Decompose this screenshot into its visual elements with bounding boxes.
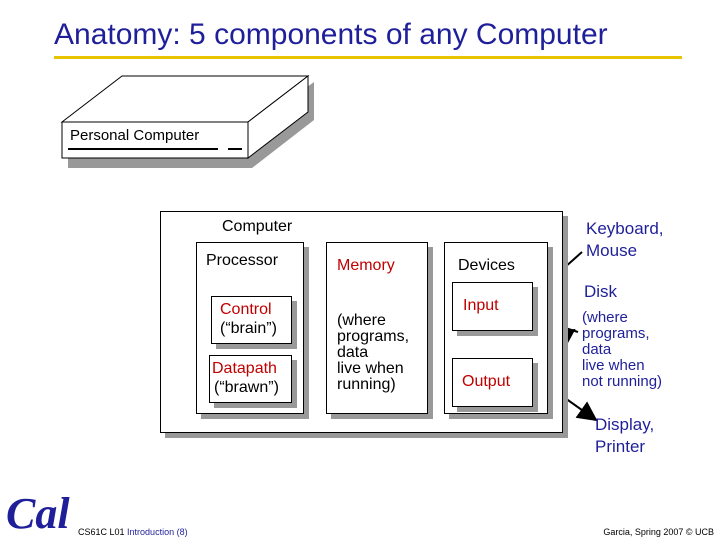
input-label: Input	[463, 297, 499, 314]
display-label-line: Printer	[595, 437, 646, 456]
memory-desc-line: live when	[337, 360, 404, 377]
keyboard-mouse-label: Keyboard, Mouse	[586, 218, 664, 262]
footer-left: CS61C L01 Introduction (8)	[78, 527, 188, 537]
keyboard-label-line: Mouse	[586, 241, 638, 260]
slide-title: Anatomy: 5 components of any Computer	[54, 18, 608, 51]
control-label: Control	[220, 301, 272, 318]
personal-computer-label: Personal Computer	[70, 127, 200, 144]
memory-desc-line: running)	[337, 376, 396, 393]
output-box	[452, 358, 533, 407]
computer-label: Computer	[222, 218, 293, 235]
disk-desc-line: (where	[582, 309, 628, 326]
memory-box	[326, 242, 428, 414]
control-desc: (“brain”)	[220, 320, 277, 337]
display-label-line: Display,	[595, 415, 655, 434]
input-box	[452, 282, 533, 331]
datapath-label: Datapath	[212, 360, 277, 377]
disk-desc: (where programs, data live when not runn…	[582, 310, 662, 390]
memory-label: Memory	[337, 257, 395, 274]
output-label: Output	[462, 373, 511, 390]
memory-desc-line: data	[337, 344, 369, 361]
footer-course: CS61C L01	[78, 527, 125, 537]
datapath-box	[209, 355, 292, 403]
footer-topic: Introduction (8)	[127, 527, 188, 537]
disk-desc-line: not running)	[582, 373, 663, 390]
disk-desc-line: data	[582, 341, 612, 358]
processor-label: Processor	[206, 252, 279, 269]
memory-desc: (where programs, data live when running)	[337, 313, 409, 393]
disk-desc-line: live when	[582, 357, 645, 374]
disk-desc-line: programs,	[582, 325, 650, 342]
personal-computer-box	[60, 74, 314, 168]
memory-desc-line: programs,	[337, 328, 410, 345]
devices-label: Devices	[458, 257, 515, 274]
title-underline	[54, 56, 682, 59]
disk-label: Disk	[584, 282, 618, 301]
datapath-desc: (“brawn”)	[214, 379, 279, 396]
footer-credit: Garcia, Spring 2007 © UCB	[603, 527, 714, 537]
control-box	[211, 296, 292, 344]
display-printer-label: Display, Printer	[595, 414, 654, 458]
cal-logo-icon: Cal	[6, 489, 70, 538]
svg-text:Cal: Cal	[6, 489, 70, 538]
keyboard-label-line: Keyboard,	[586, 219, 664, 238]
memory-desc-line: (where	[337, 312, 386, 329]
